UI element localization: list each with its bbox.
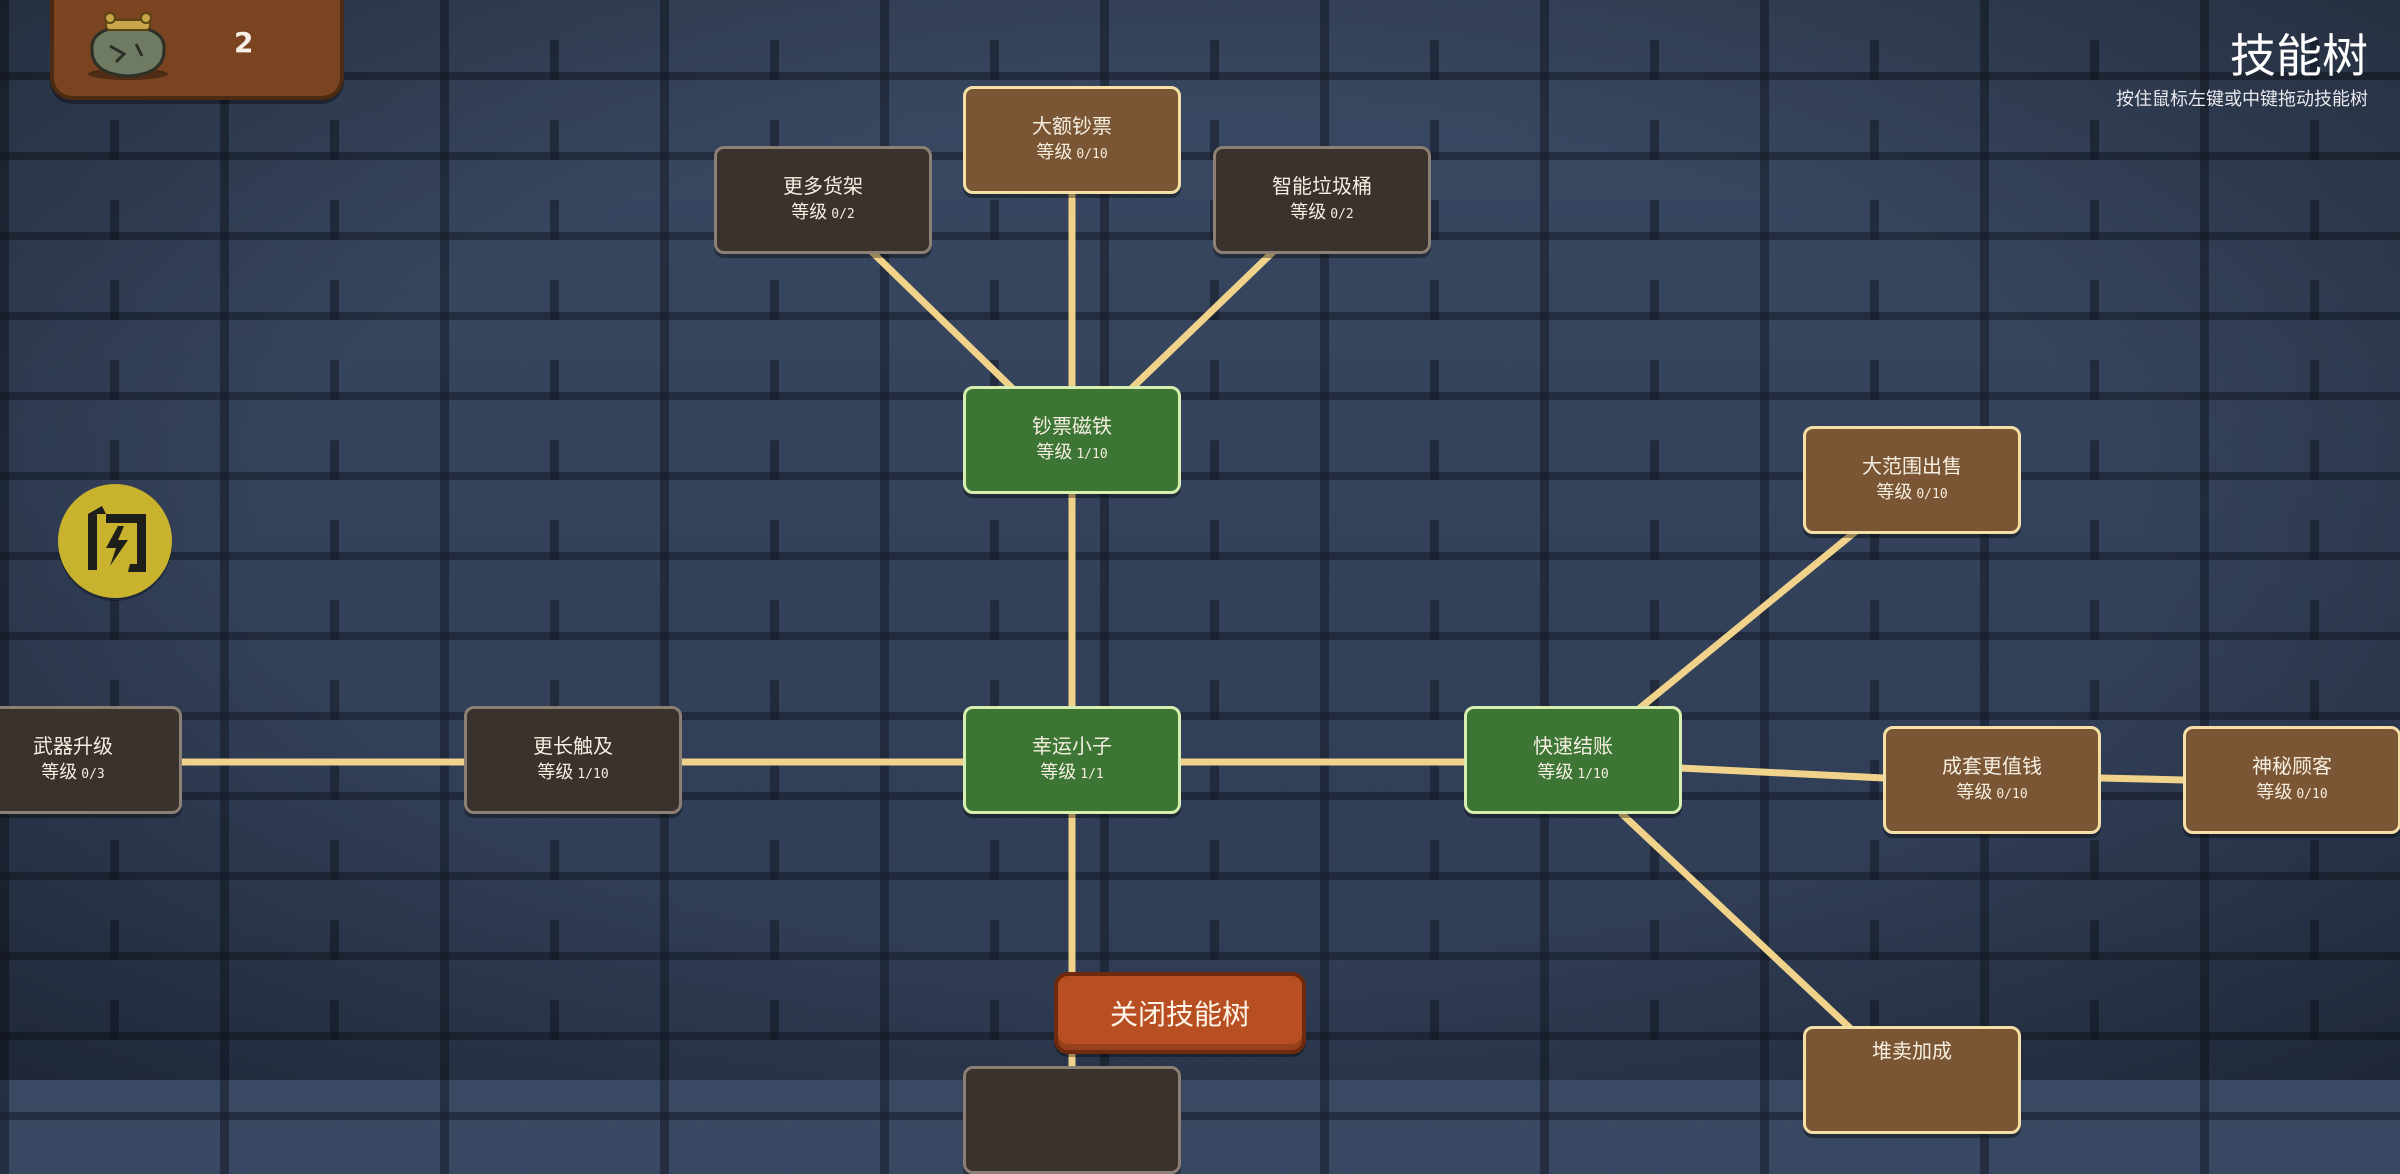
link-checkout-widesale <box>1636 528 1859 712</box>
skill-name: 成套更值钱 <box>1942 754 2042 778</box>
skill-name: 智能垃圾桶 <box>1272 174 1372 198</box>
flash-skill-button[interactable] <box>58 484 172 598</box>
link-checkout-stacksale <box>1618 810 1854 1032</box>
coin-purse-icon <box>88 12 168 80</box>
skill-node-partial-below[interactable] <box>963 1066 1181 1174</box>
flash-glyph-icon <box>88 506 146 572</box>
skill-name: 幸运小子 <box>1032 734 1112 758</box>
close-skill-tree-button[interactable]: 关闭技能树 <box>1054 972 1306 1054</box>
skill-name: 大范围出售 <box>1862 454 1962 478</box>
link-setvalue-mystery <box>2096 774 2188 784</box>
skill-name: 神秘顾客 <box>2252 754 2332 778</box>
skill-name: 钞票磁铁 <box>1032 414 1112 438</box>
skill-points-count: 2 <box>234 26 254 59</box>
skill-points-panel: 2 <box>50 0 344 100</box>
skill-name: 武器升级 <box>33 734 113 758</box>
skill-name: 快速结账 <box>1533 734 1613 758</box>
skill-name: 更长触及 <box>533 734 613 758</box>
skill-links <box>176 186 2188 1080</box>
link-checkout-setvalue <box>1676 764 1888 782</box>
drag-hint: 按住鼠标左键或中键拖动技能树 <box>2116 89 2368 110</box>
link-magnet-shelves <box>866 246 1016 392</box>
page-title: 技能树 <box>2230 29 2368 83</box>
skill-name: 堆卖加成 <box>1872 1039 1952 1063</box>
skill-name: 大额钞票 <box>1032 114 1112 138</box>
link-magnet-trash <box>1128 246 1279 392</box>
skill-name: 更多货架 <box>783 174 863 198</box>
skill-node-stack-sale[interactable]: 堆卖加成 <box>1803 1026 2021 1134</box>
